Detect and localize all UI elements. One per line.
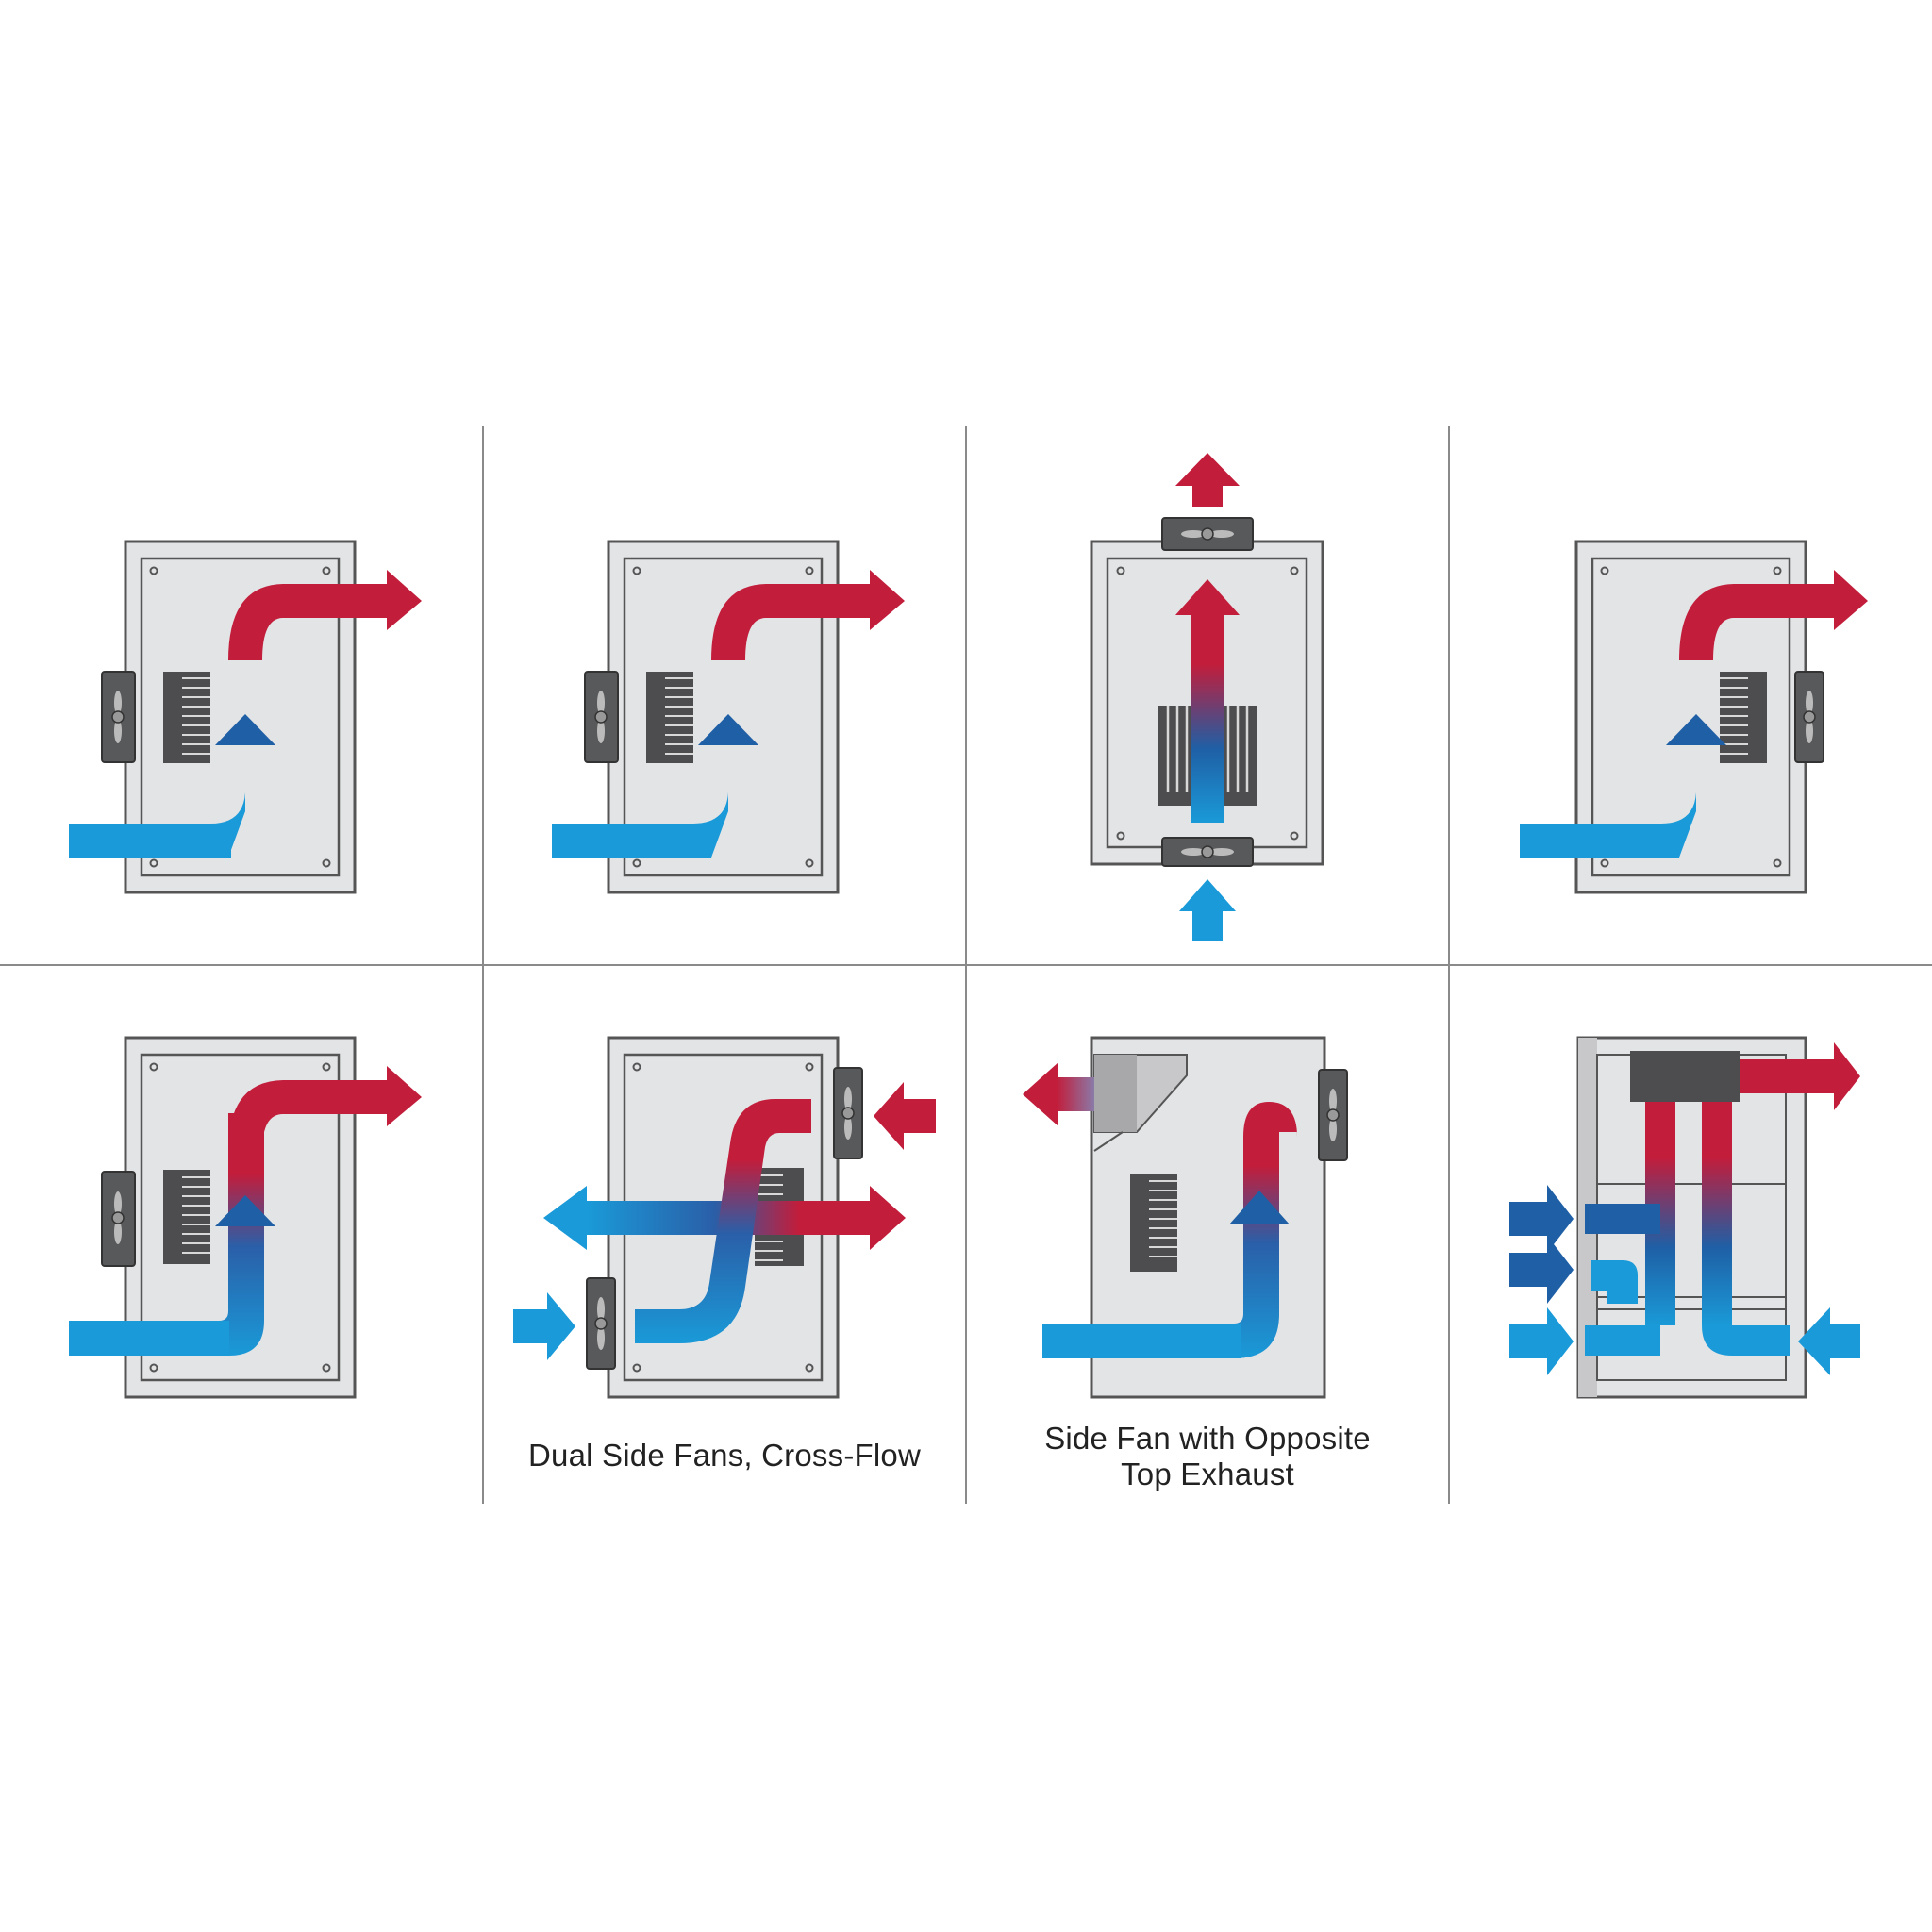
fan-icon	[1161, 837, 1254, 867]
hot-air-arrow-icon	[1679, 584, 1834, 660]
heatsink-icon	[163, 672, 210, 763]
caption-side-fan-opposite-top-exhaust: Side Fan with Opposite Top Exhaust	[1044, 1421, 1371, 1491]
heatsink-icon	[163, 1170, 210, 1264]
heat-exchanger-block	[1630, 1051, 1740, 1102]
fan-icon	[101, 1171, 136, 1267]
hot-air-arrow-icon	[1740, 1042, 1860, 1110]
cool-air-arrow-icon	[1798, 1307, 1860, 1375]
fan-icon	[1161, 517, 1254, 551]
fan-icon	[586, 1277, 616, 1370]
hot-air-arrow-icon	[711, 584, 870, 660]
cool-air-arrow-icon	[69, 824, 220, 858]
panel-side-fan-top-exhaust-c	[69, 1036, 422, 1399]
cool-air-arrow-icon	[1509, 1185, 1574, 1253]
hot-air-arrow-icon	[228, 584, 387, 660]
heatsink-icon	[1720, 672, 1767, 763]
caption-dual-side-fans: Dual Side Fans, Cross-Flow	[528, 1438, 921, 1473]
cool-air-arrow-icon	[1179, 879, 1236, 941]
panel-multi-compartment	[1509, 1036, 1860, 1399]
hot-air-arrow-icon	[1175, 579, 1240, 615]
fan-icon	[833, 1067, 863, 1159]
hot-air-arrow-icon	[874, 1082, 936, 1150]
panel-side-fan-top-exhaust-b	[552, 540, 905, 894]
heatsink-icon	[646, 672, 693, 763]
hot-air-arrow-icon	[1023, 1062, 1058, 1126]
hot-air-arrow-icon	[228, 1080, 387, 1151]
fan-icon	[1318, 1069, 1348, 1161]
panel-dual-side-fans-cross-flow	[513, 1036, 936, 1399]
cool-air-arrow-icon	[552, 824, 703, 858]
panel-side-fan-opposite-top-exhaust	[1023, 1036, 1348, 1399]
hot-air-arrow-icon	[1175, 453, 1240, 507]
grid-dividers	[0, 426, 1932, 1504]
fan-icon	[101, 671, 136, 763]
cool-air-arrow-icon	[1520, 824, 1671, 858]
panel-right-fan-top-exhaust	[1520, 540, 1868, 894]
panel-side-fan-top-exhaust-a	[69, 540, 422, 894]
heatsink-icon	[1130, 1174, 1177, 1272]
panel-bottom-to-top-fans	[1090, 453, 1324, 941]
fan-icon	[584, 671, 619, 763]
fan-icon	[1794, 671, 1824, 763]
